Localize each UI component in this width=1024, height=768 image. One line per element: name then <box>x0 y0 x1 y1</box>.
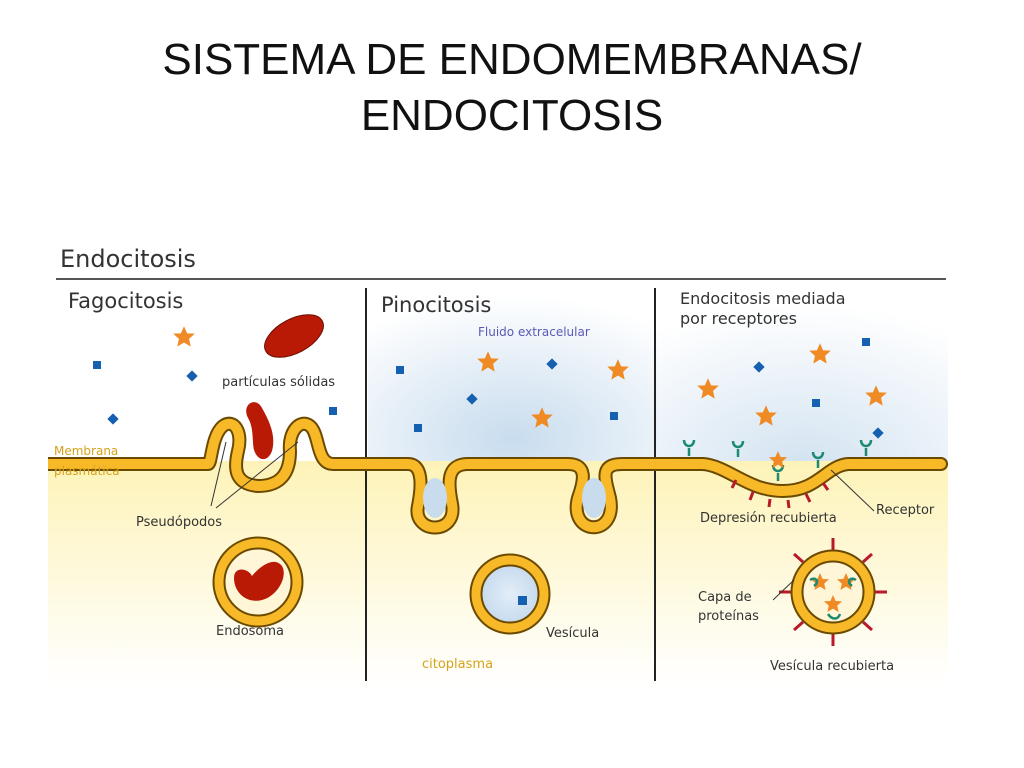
square-molecule <box>396 366 404 374</box>
endocytosis-diagram: Endocitosis Fagocitosis Pinocitosis Endo… <box>48 245 948 686</box>
square-molecule <box>329 407 337 415</box>
diamond-molecule <box>872 427 884 439</box>
extracellular-fluid-background <box>368 286 658 466</box>
receptor-label: Receptor <box>876 503 935 518</box>
particles-label: partículas sólidas <box>222 375 335 390</box>
vesicle-receptors <box>809 577 857 620</box>
membrane-label-1: Membrana <box>54 444 118 458</box>
diagram-heading: Endocitosis <box>60 245 196 273</box>
pinocitosis-title: Pinocitosis <box>381 293 491 317</box>
coated-pit-label: Depresión recubierta <box>700 511 837 526</box>
star-molecule <box>173 326 195 347</box>
receptor-pointer <box>830 469 875 512</box>
receptor-proteins <box>682 439 873 481</box>
pseudopods-label: Pseudópodos <box>136 515 222 530</box>
extracellular-fluid-background-right <box>658 286 948 466</box>
square-molecule <box>414 424 422 432</box>
endosome-membrane-core <box>214 538 302 626</box>
protein-coat-label-1: Capa de <box>698 590 752 605</box>
coat-spikes <box>779 538 887 646</box>
fagocitosis-title: Fagocitosis <box>68 289 183 313</box>
square-molecule <box>93 361 101 369</box>
slide-title: SISTEMA DE ENDOMEMBRANAS/ ENDOCITOSIS <box>0 32 1024 144</box>
receptor-icon <box>859 439 873 456</box>
slide-title-line-1: SISTEMA DE ENDOMEMBRANAS/ <box>162 35 862 84</box>
fluid-label: Fluido extracelular <box>478 325 590 339</box>
pseudopod-pointer <box>210 441 227 507</box>
diamond-molecule <box>466 393 478 405</box>
invagination-fluid <box>423 478 447 518</box>
solid-particle-1 <box>264 314 324 358</box>
protein-coat-label-2: proteínas <box>698 609 759 624</box>
receptor-icon <box>731 440 745 457</box>
receptor-icon <box>811 451 825 468</box>
coated-vesicle-label: Vesícula recubierta <box>770 659 894 674</box>
endosome-particle <box>234 561 284 601</box>
cytoplasm-label: citoplasma <box>422 657 493 672</box>
receptores-title-2: por receptores <box>680 309 797 328</box>
vesicle-membrane-core <box>471 555 549 633</box>
slide-title-line-2: ENDOCITOSIS <box>360 91 664 140</box>
pseudopod-pointer <box>215 441 299 509</box>
plasma-membrane <box>48 416 948 535</box>
square-molecule <box>518 596 527 605</box>
coated-pit-proteins <box>730 479 830 509</box>
receptor-icon <box>682 439 696 456</box>
receptores-title-1: Endocitosis mediada <box>680 289 846 308</box>
solid-particle-engulfed <box>246 402 274 460</box>
endosome-label: Endosoma <box>216 624 284 639</box>
square-molecule <box>862 338 870 346</box>
coated-vesicle <box>779 538 887 646</box>
diamond-molecule <box>186 370 198 382</box>
protein-coat-pointer <box>772 579 795 601</box>
square-molecule <box>610 412 618 420</box>
invagination-fluid <box>582 478 606 518</box>
square-molecule <box>812 399 820 407</box>
membrane-label-2: plasmática <box>54 464 120 478</box>
diamond-molecule <box>107 413 119 425</box>
vesicle-label: Vesícula <box>546 626 599 641</box>
